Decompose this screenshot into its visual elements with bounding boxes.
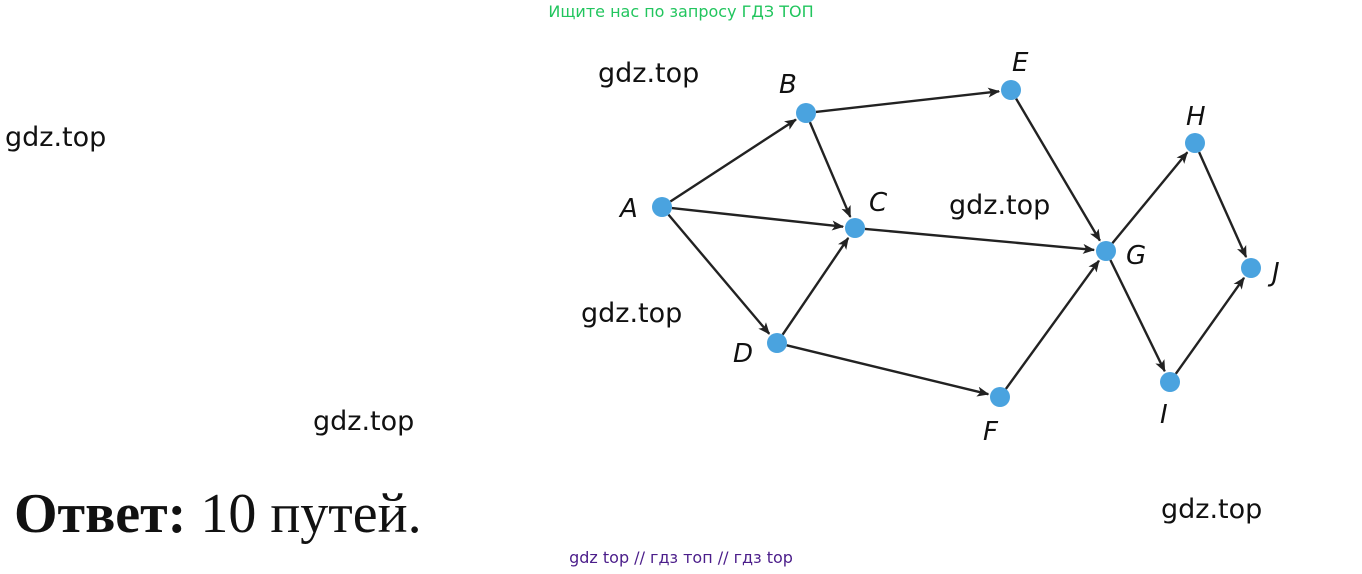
node-g xyxy=(1096,241,1116,261)
edge-g-h xyxy=(1111,151,1189,245)
node-label-i: I xyxy=(1160,400,1168,430)
edge-g-i xyxy=(1109,259,1166,373)
node-c xyxy=(845,218,865,238)
edge-a-c xyxy=(671,206,845,231)
node-label-b: B xyxy=(779,70,797,100)
answer-text: Ответ: 10 путей. xyxy=(14,482,422,546)
edge-a-d xyxy=(667,213,771,335)
watermark: gdz.top xyxy=(5,122,107,153)
edge-b-c xyxy=(808,121,852,218)
node-label-e: E xyxy=(1012,48,1029,78)
node-i xyxy=(1160,372,1180,392)
node-j xyxy=(1241,258,1261,278)
edge-f-g xyxy=(1004,259,1100,390)
edge-d-f xyxy=(786,344,990,397)
watermark: gdz.top xyxy=(949,190,1051,221)
node-f xyxy=(990,387,1010,407)
edge-a-b xyxy=(669,118,797,203)
edge-b-e xyxy=(815,87,1001,114)
node-d xyxy=(767,333,787,353)
node-a xyxy=(652,197,672,217)
answer-label: Ответ: xyxy=(14,483,187,545)
node-label-f: F xyxy=(983,417,999,447)
node-label-h: H xyxy=(1186,102,1206,132)
watermark: gdz.top xyxy=(313,406,415,437)
edge-e-g xyxy=(1015,98,1101,242)
node-label-c: C xyxy=(869,188,888,218)
footer-links[interactable]: gdz top // гдз топ // гдз top xyxy=(569,548,793,567)
edge-d-c xyxy=(781,237,850,336)
watermark: gdz.top xyxy=(598,58,700,89)
node-h xyxy=(1185,133,1205,153)
node-b xyxy=(796,103,816,123)
node-label-j: J xyxy=(1267,258,1280,288)
node-label-d: D xyxy=(733,339,753,369)
answer-value: 10 путей. xyxy=(200,483,422,545)
node-e xyxy=(1001,80,1021,100)
watermark: gdz.top xyxy=(581,298,683,329)
node-label-g: G xyxy=(1126,241,1146,271)
edge-c-g xyxy=(864,227,1096,254)
edge-i-j xyxy=(1174,276,1246,375)
watermark: gdz.top xyxy=(1161,494,1263,525)
search-banner[interactable]: Ищите нас по запросу ГДЗ ТОП xyxy=(548,2,814,21)
edge-h-j xyxy=(1197,151,1248,258)
node-label-a: A xyxy=(618,194,638,224)
